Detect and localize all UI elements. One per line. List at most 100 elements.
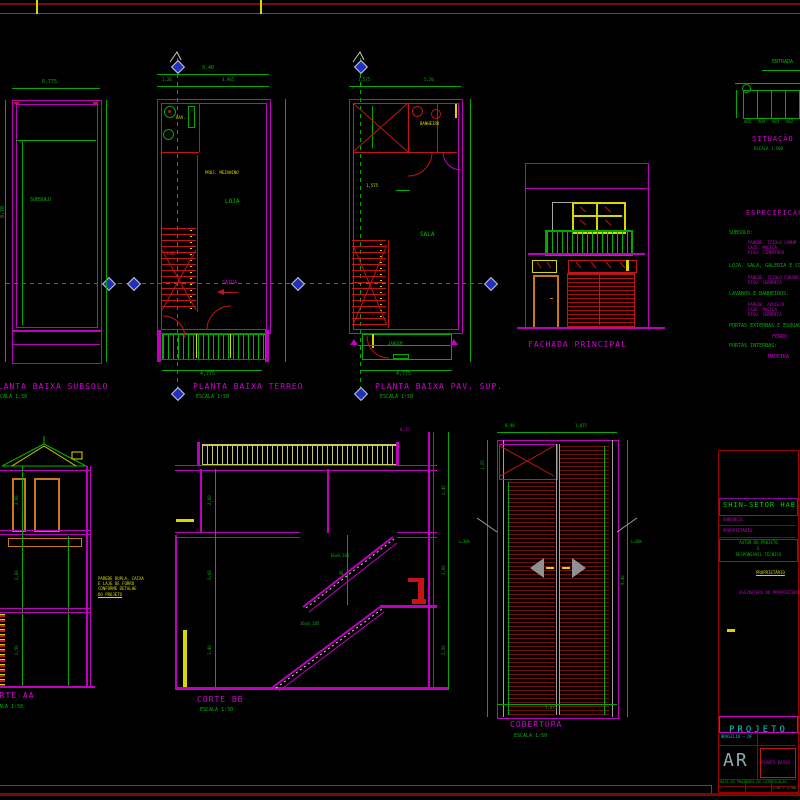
wall-mark <box>14 102 19 104</box>
stair-steps <box>275 608 383 689</box>
truss-web <box>43 445 77 467</box>
dim-arrow-icon <box>350 339 358 345</box>
lots-bottom-line <box>743 118 800 119</box>
dim-line <box>736 90 737 118</box>
glass-tick <box>579 219 587 226</box>
street-line <box>735 83 800 84</box>
espec-heading: LOJA, SALA, GALERIA E COZINHA: <box>729 263 800 269</box>
marker-flag-icon <box>352 51 365 63</box>
fachada-title: FACHADA PRINCIPAL <box>528 340 627 349</box>
pavsup-balcony <box>362 334 452 360</box>
dim-line <box>22 466 23 688</box>
leader-line <box>476 517 498 533</box>
footer-label: DATA DO PROJETO <box>720 780 746 784</box>
lot-line <box>771 90 772 118</box>
corteaa-slab <box>0 612 90 613</box>
glass-tick <box>546 261 552 269</box>
cobertura-green-line <box>508 482 509 715</box>
dim-line <box>349 86 461 87</box>
stair-x-mark <box>352 244 388 326</box>
assinatura-label: PROPRIETÁRIO <box>756 570 785 575</box>
terreo-bath-wall <box>199 103 200 152</box>
dim-line <box>497 432 617 433</box>
subsolo-dim-line <box>16 140 96 141</box>
subsolo-ramp-line <box>12 344 100 345</box>
saida-arrow-icon <box>224 292 238 293</box>
pavsup-stair-wall <box>388 240 389 328</box>
marker-flag-icon <box>169 51 182 63</box>
projeto-label: PROJETO <box>729 725 788 735</box>
mezanino-note: PROJ. MEZANINO <box>205 170 239 175</box>
street-label: ENTRADA <box>772 59 794 65</box>
terreo-bath-wall <box>161 152 199 153</box>
truss-web <box>11 445 45 467</box>
stair-stringer <box>308 542 398 613</box>
cobertura-edge <box>612 440 613 717</box>
stair-steps <box>305 538 395 609</box>
door-knob-icon <box>550 298 553 299</box>
cortebb-post <box>197 442 200 466</box>
espec-detail: LAJE: MACIÇA <box>748 245 777 250</box>
endereco-label: ENDEREÇO: <box>723 517 745 522</box>
corteaa-door <box>12 478 26 532</box>
stair-note: 16x0,185 <box>330 553 350 558</box>
stair-stringer <box>278 611 385 692</box>
railing-bar <box>230 334 231 358</box>
roof-box-x-mark <box>499 445 555 477</box>
fachada-small-window <box>532 260 557 273</box>
terreo-title: PLANTA BAIXA TERREO <box>193 382 304 391</box>
title-block-header: SHIN—SETOR HABITACIONAL <box>719 498 798 516</box>
cortebb-wall <box>428 432 430 690</box>
dim-label: 4,775 <box>200 371 216 377</box>
terreo-balcony-post <box>265 330 269 362</box>
slope-label: i=30% <box>458 539 471 544</box>
dim-label: 4,775 <box>396 371 412 377</box>
divider <box>719 525 796 526</box>
terreo-stair-numbers <box>190 230 192 310</box>
pavsup-bath-wall <box>437 103 438 152</box>
subsolo-inner-wall <box>16 104 98 328</box>
terreo-dim-line <box>157 74 269 75</box>
cortebb-scale: ESCALA 1:50 <box>200 707 234 713</box>
cortebb-floor <box>175 687 448 690</box>
divider <box>719 786 796 787</box>
dim-label: 4,985 <box>222 77 235 82</box>
glass-tick <box>575 261 582 269</box>
terreo-stair-wall <box>197 155 198 312</box>
slope-arrow-shaft <box>562 567 570 569</box>
corteaa-slab <box>0 530 90 531</box>
cobertura-ridge <box>556 444 557 715</box>
sheet-border-bottom-outer <box>0 793 800 796</box>
lot-label: A04 <box>758 119 766 124</box>
dim-label: 5,675 <box>545 705 558 710</box>
lot-label: A05 <box>744 119 752 124</box>
lot-label: A03 <box>772 119 780 124</box>
fixture-icon <box>455 104 457 118</box>
wall-mark <box>93 102 98 104</box>
espec-title: ESPECIFICAÇÕES <box>746 209 800 217</box>
autor-box: AUTOR DO PROJETO E RESPONSÁVEL TÉCNICO <box>719 539 798 562</box>
sobe-label: SOBE <box>166 251 176 256</box>
section-line-vertical-b <box>360 58 361 393</box>
dim-line <box>487 440 488 717</box>
dim-line <box>358 345 450 346</box>
footer-cell: ÁREA DO LOTE <box>745 780 772 786</box>
sink-icon <box>431 109 441 119</box>
terreo-balcony-edge <box>157 359 269 360</box>
corteaa-wall <box>90 466 91 688</box>
dim-line <box>360 370 452 371</box>
cidade-cell: BRASILIA — DF <box>719 732 758 746</box>
dim-label: 9,40 <box>202 65 215 71</box>
leader-line <box>396 190 410 191</box>
subsolo-ramp-strip <box>12 330 102 364</box>
cobertura-edge <box>503 440 504 717</box>
glass-tick <box>605 261 612 269</box>
espec-heading: LAVABOS E BANHEIROS: <box>729 291 790 297</box>
espec-detail: PISO: CERÂMICA <box>748 312 782 317</box>
cobertura-scale: ESCALA 1:50 <box>514 733 548 739</box>
stamp-mark <box>727 629 735 632</box>
cobertura-tiles-left <box>507 482 555 715</box>
autor-line: RESPONSÁVEL TÉCNICO <box>735 552 782 557</box>
note-dim: 1,575 <box>366 183 379 188</box>
pavsup-divider-wall <box>353 152 457 153</box>
